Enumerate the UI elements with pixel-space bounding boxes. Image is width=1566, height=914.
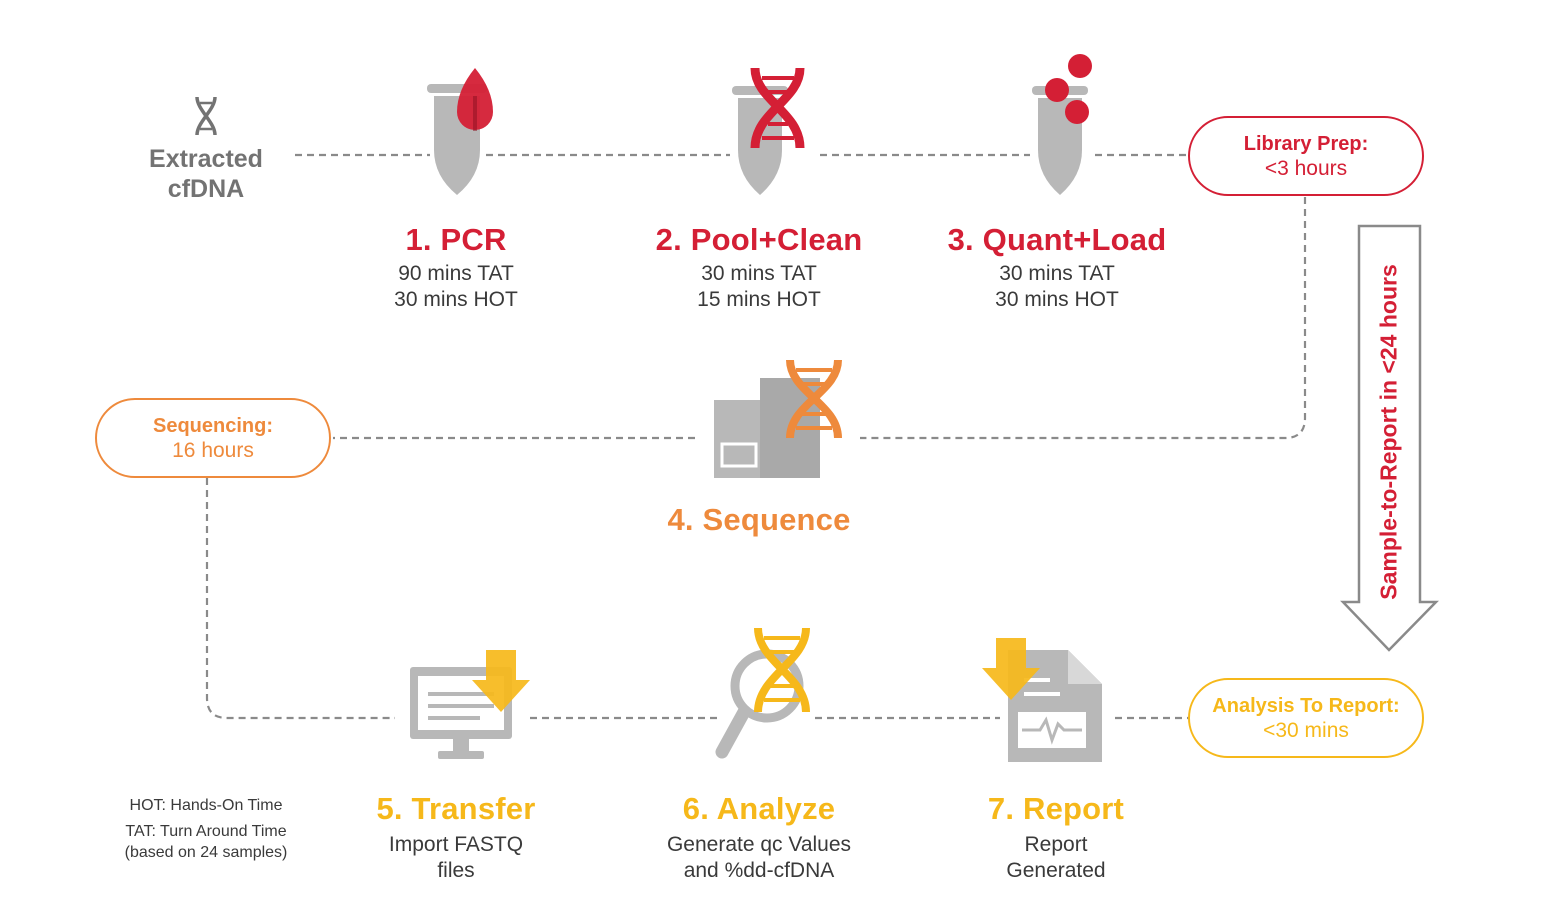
connector-sequencing-transfer <box>205 478 395 720</box>
step-1-title: 1. PCR <box>405 222 507 257</box>
step-3-line2: 30 mins HOT <box>995 288 1119 311</box>
step-4: 4. Sequence <box>619 502 899 538</box>
connector-lines <box>205 153 1307 720</box>
start-label-line2: cfDNA <box>167 175 245 203</box>
library-prep-label: Library Prep: <box>1243 132 1369 155</box>
step-2-line1: 30 mins TAT <box>701 262 817 285</box>
step-5: 5. Transfer Import FASTQ files <box>336 791 576 884</box>
start-label: Extracted cfDNA <box>130 144 282 204</box>
legend-note: (based on 24 samples) <box>124 844 288 861</box>
connector-libprep-sequence <box>860 197 1307 440</box>
step-2-title: 2. Pool+Clean <box>655 222 863 257</box>
sequencing-pill: Sequencing: 16 hours <box>95 398 331 478</box>
tube-blood-drop-icon <box>427 68 493 195</box>
analysis-value: <30 mins <box>1263 718 1349 742</box>
legend: HOT: Hands-On Time TAT: Turn Around Time… <box>100 795 312 863</box>
analysis-pill: Analysis To Report: <30 mins <box>1188 678 1424 758</box>
magnifier-dna-icon <box>715 627 810 759</box>
legend-tat: TAT: Turn Around Time <box>125 823 287 840</box>
sequencer-icon <box>714 359 842 478</box>
library-prep-pill: Library Prep: <3 hours <box>1188 116 1424 196</box>
down-arrow-icon <box>1340 224 1439 652</box>
step-5-line2: files <box>437 859 475 882</box>
step-4-title: 4. Sequence <box>667 502 851 537</box>
total-label: Sample-to-Report in <24 hours <box>1375 264 1402 600</box>
step-3: 3. Quant+Load 30 mins TAT 30 mins HOT <box>916 222 1198 313</box>
step-5-title: 5. Transfer <box>376 791 536 826</box>
analysis-label: Analysis To Report: <box>1212 694 1400 717</box>
step-6-line2: and %dd-cfDNA <box>683 859 835 882</box>
library-prep-value: <3 hours <box>1264 156 1348 180</box>
step-6-line1: Generate qc Values <box>666 833 852 856</box>
sequencing-label: Sequencing: <box>152 414 273 437</box>
step-1-line2: 30 mins HOT <box>394 288 518 311</box>
step-1-line1: 90 mins TAT <box>398 262 514 285</box>
tube-dna-icon <box>732 67 805 195</box>
monitor-download-icon <box>410 650 530 759</box>
dna-icon <box>195 96 217 136</box>
step-5-line1: Import FASTQ <box>388 833 524 856</box>
step-7: 7. Report Report Generated <box>936 791 1176 884</box>
step-6: 6. Analyze Generate qc Values and %dd-cf… <box>619 791 899 884</box>
step-6-title: 6. Analyze <box>682 791 836 826</box>
report-document-icon <box>982 638 1102 762</box>
legend-hot: HOT: Hands-On Time <box>129 797 283 814</box>
step-2-line2: 15 mins HOT <box>697 288 821 311</box>
step-3-title: 3. Quant+Load <box>947 222 1167 257</box>
sequencing-value: 16 hours <box>172 438 254 462</box>
step-7-line1: Report <box>1024 833 1088 856</box>
step-3-line1: 30 mins TAT <box>999 262 1115 285</box>
start-label-line1: Extracted <box>149 145 263 173</box>
step-2: 2. Pool+Clean 30 mins TAT 15 mins HOT <box>618 222 900 313</box>
tube-beads-icon <box>1032 54 1092 195</box>
step-1: 1. PCR 90 mins TAT 30 mins HOT <box>336 222 576 313</box>
step-7-line2: Generated <box>1006 859 1106 882</box>
step-7-title: 7. Report <box>987 791 1125 826</box>
